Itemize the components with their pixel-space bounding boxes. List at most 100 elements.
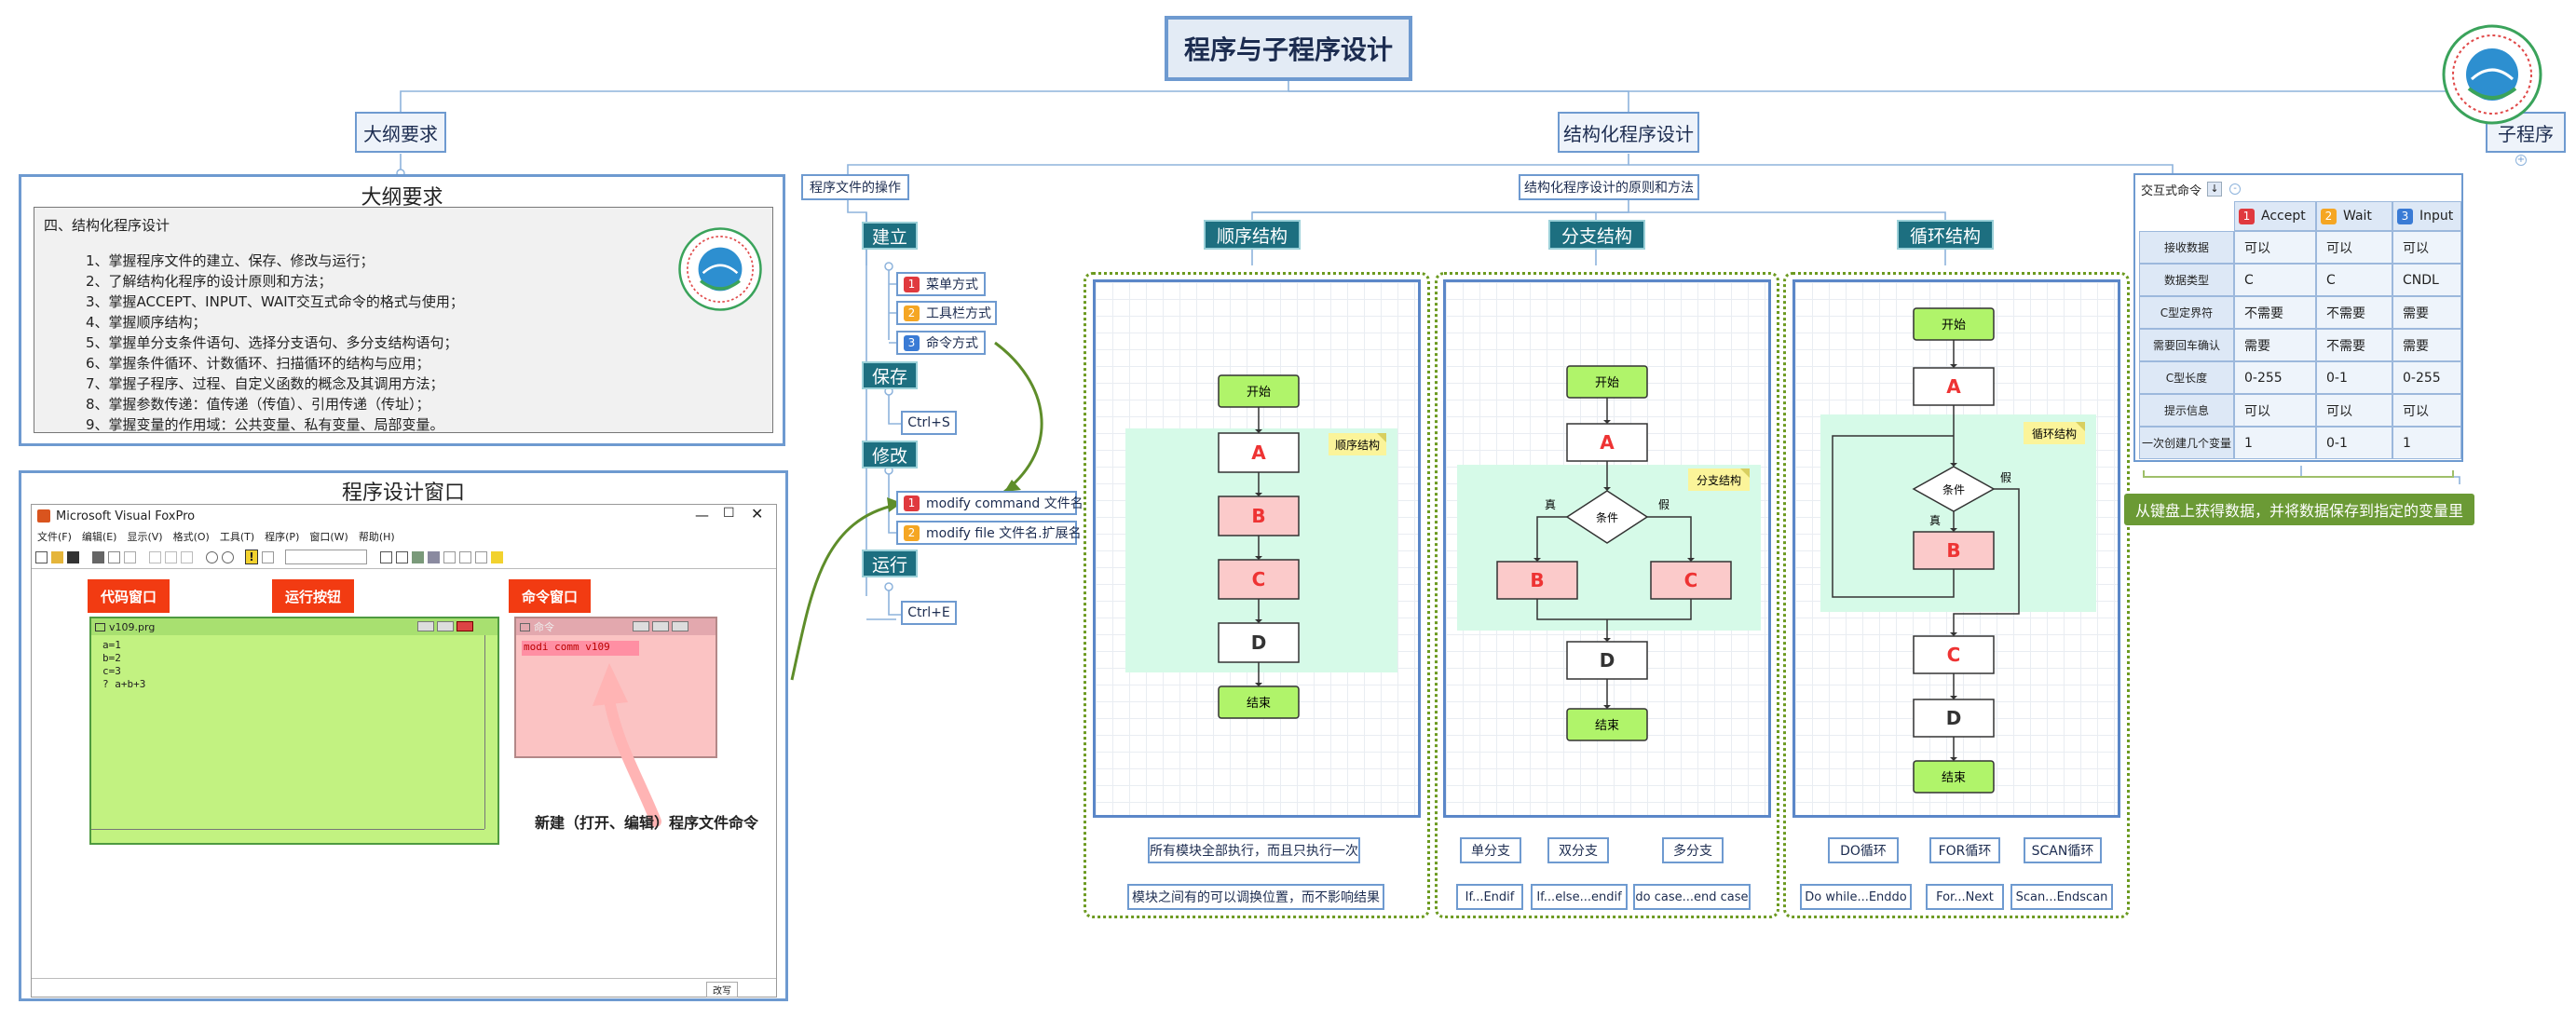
branch-structured[interactable]: 结构化程序设计 [1558, 112, 1699, 153]
code-line: c=3 [102, 665, 121, 677]
menu-item[interactable]: 帮助(H) [358, 531, 395, 543]
open-icon[interactable] [51, 550, 63, 563]
process-d [1566, 641, 1648, 680]
app-title: Microsoft Visual FoxPro [56, 509, 196, 523]
branch-kind[interactable]: 单分支 [1460, 837, 1521, 863]
svg-text:循环结构: 循环结构 [2032, 427, 2077, 441]
program-icon [95, 622, 105, 631]
loop-kind[interactable]: FOR循环 [1929, 837, 2000, 863]
outline-item: 6、掌握条件循环、计数循环、扫描循环的结构与应用； [86, 355, 430, 372]
sequence-title[interactable]: 顺序结构 [1204, 220, 1301, 250]
minimize-icon[interactable] [633, 621, 649, 631]
process-a [1913, 367, 1995, 406]
database-select[interactable] [285, 550, 367, 564]
collapse-icon[interactable]: + [2515, 155, 2527, 166]
branch-title[interactable]: 分支结构 [1548, 220, 1645, 250]
principles-title[interactable]: 结构化程序设计的原则和方法 [1519, 174, 1699, 200]
cmd-window-icon[interactable] [380, 550, 392, 563]
minimize-icon[interactable] [417, 621, 434, 631]
save-shortcut: Ctrl+S [901, 411, 957, 435]
new-file-icon[interactable] [35, 550, 48, 563]
collapse-icon[interactable]: - [2229, 183, 2242, 195]
run-icon[interactable]: ! [245, 550, 258, 564]
cut-icon[interactable] [149, 550, 161, 563]
preview-icon[interactable] [108, 550, 120, 563]
file-op-modify[interactable]: 修改 [862, 441, 918, 468]
outline-item: 4、掌握顺序结构； [86, 314, 207, 331]
maximize-icon[interactable] [652, 621, 669, 631]
svg-text:真: 真 [1545, 498, 1556, 511]
help-icon[interactable] [491, 550, 503, 563]
branch-kind[interactable]: 多分支 [1662, 837, 1724, 863]
horizontal-scrollbar[interactable] [91, 829, 484, 840]
loop-syntax: Do while...Enddo [1800, 884, 1912, 910]
svg-text:真: 真 [1929, 514, 1941, 527]
file-op-run[interactable]: 运行 [862, 550, 918, 577]
outline-item: 7、掌握子程序、过程、自定义函数的概念及其调用方法； [86, 375, 444, 392]
row-label: C型长度 [2139, 361, 2234, 394]
branch-sub[interactable]: 子程序 [2486, 112, 2566, 153]
table-cell: CNDL [2392, 264, 2461, 296]
query-icon[interactable] [459, 550, 471, 563]
sort-icon[interactable]: ↓ [2207, 182, 2223, 197]
code-window[interactable]: v109.prg a=1 b=2 c=3 ? a+b+3 [89, 617, 499, 845]
svg-text:D: D [1600, 649, 1615, 672]
undo-icon[interactable] [206, 550, 218, 563]
branch-outline[interactable]: 大纲要求 [355, 112, 446, 153]
menu-item[interactable]: 显示(V) [127, 531, 163, 543]
branch-kind[interactable]: 双分支 [1547, 837, 1609, 863]
table-icon[interactable] [443, 550, 456, 563]
minimize-icon[interactable]: — [695, 507, 709, 523]
loop-kind[interactable]: SCAN循环 [2024, 837, 2102, 863]
loop-title[interactable]: 循环结构 [1897, 220, 1994, 250]
close-icon[interactable] [457, 621, 473, 631]
table-cell: 可以 [2316, 231, 2392, 264]
command-text[interactable]: modi comm v109 [522, 641, 639, 656]
vertical-scrollbar[interactable] [484, 635, 496, 829]
page-title: 程序与子程序设计 [1165, 16, 1412, 81]
menu-item[interactable]: 文件(F) [37, 531, 72, 543]
menu-item[interactable]: 编辑(E) [81, 531, 117, 543]
cmd-window-icon [520, 622, 530, 631]
design-window-panel: 程序设计窗口 Microsoft Visual FoxPro — ☐ ✕ 文件(… [19, 470, 788, 1001]
data-session-icon[interactable] [396, 550, 408, 563]
loop-kind[interactable]: DO循环 [1828, 837, 1899, 863]
wizard-icon[interactable] [475, 550, 487, 563]
file-op-save[interactable]: 保存 [862, 361, 918, 389]
spell-icon[interactable] [124, 550, 136, 563]
close-icon[interactable] [672, 621, 688, 631]
maximize-icon[interactable] [437, 621, 454, 631]
maximize-icon[interactable]: ☐ [723, 506, 735, 521]
outline-item: 1、掌握程序文件的建立、保存、修改与运行； [86, 252, 375, 269]
status-text: 改写 [706, 982, 738, 998]
menu-item[interactable]: 工具(T) [219, 531, 255, 543]
table-cell: 可以 [2234, 231, 2316, 264]
menu-item[interactable]: 窗口(W) [309, 531, 348, 543]
copy-icon[interactable] [165, 550, 177, 563]
modify-icon[interactable] [262, 550, 274, 563]
loop-flowchart: 开始 A 条件 B C D 结束 真 假 循环结构 [1792, 279, 2120, 818]
command-caption: 新建（打开、编辑）程序文件命令 [535, 814, 759, 832]
print-icon[interactable] [92, 550, 104, 563]
svg-text:结束: 结束 [1942, 771, 1966, 785]
close-icon[interactable]: ✕ [751, 505, 764, 523]
menu-item[interactable]: 程序(P) [265, 531, 300, 543]
menu-item[interactable]: 格式(O) [172, 531, 210, 543]
paste-icon[interactable] [181, 550, 193, 563]
redo-icon[interactable] [222, 550, 234, 563]
cmd-window-title: 命令 [534, 621, 554, 633]
file-ops-title[interactable]: 程序文件的操作 [801, 174, 909, 200]
svg-text:B: B [1530, 569, 1544, 591]
report-icon[interactable] [428, 550, 440, 563]
svg-text:条件: 条件 [1942, 483, 1965, 496]
form-icon[interactable] [412, 550, 424, 563]
save-icon[interactable] [67, 550, 79, 563]
file-op-create[interactable]: 建立 [862, 222, 918, 250]
